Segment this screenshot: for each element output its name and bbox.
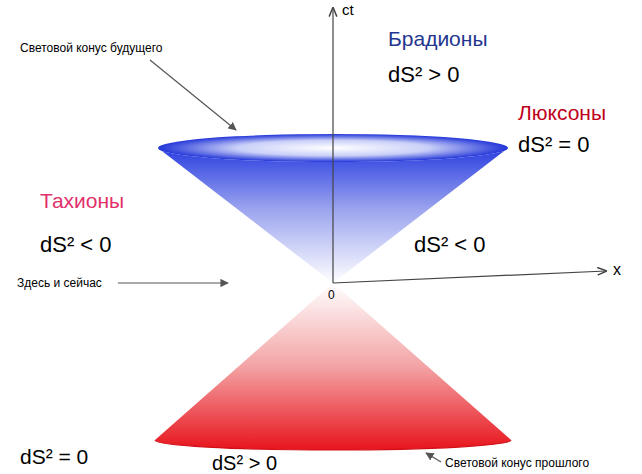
interval-sign: dS² < 0 (40, 234, 112, 256)
past-cone (155, 283, 511, 450)
interval-sign: dS² > 0 (388, 64, 460, 86)
axis-label: ct (342, 2, 354, 17)
callout-note: Световой конус будущего (20, 42, 162, 54)
callout-note: Здесь и сейчас (17, 277, 102, 289)
leader-arrow (150, 60, 236, 130)
interval-sign: dS² < 0 (414, 234, 486, 256)
particle-class: Люксоны (518, 102, 606, 123)
x-axis (333, 271, 606, 283)
interval-sign: dS² = 0 (518, 134, 590, 156)
particle-class: Брадионы (388, 28, 488, 49)
leader-arrow (426, 453, 441, 462)
past-cone-rim (155, 440, 511, 450)
axis-label: x (613, 262, 621, 278)
ct-axis (332, 8, 333, 283)
origin-label: 0 (328, 289, 335, 301)
callout-note: Световой конус прошлого (445, 457, 589, 469)
leader-arrow (118, 282, 228, 283)
particle-class: Тахионы (40, 190, 124, 211)
interval-sign: dS² > 0 (212, 453, 277, 473)
interval-sign: dS² = 0 (20, 446, 88, 467)
